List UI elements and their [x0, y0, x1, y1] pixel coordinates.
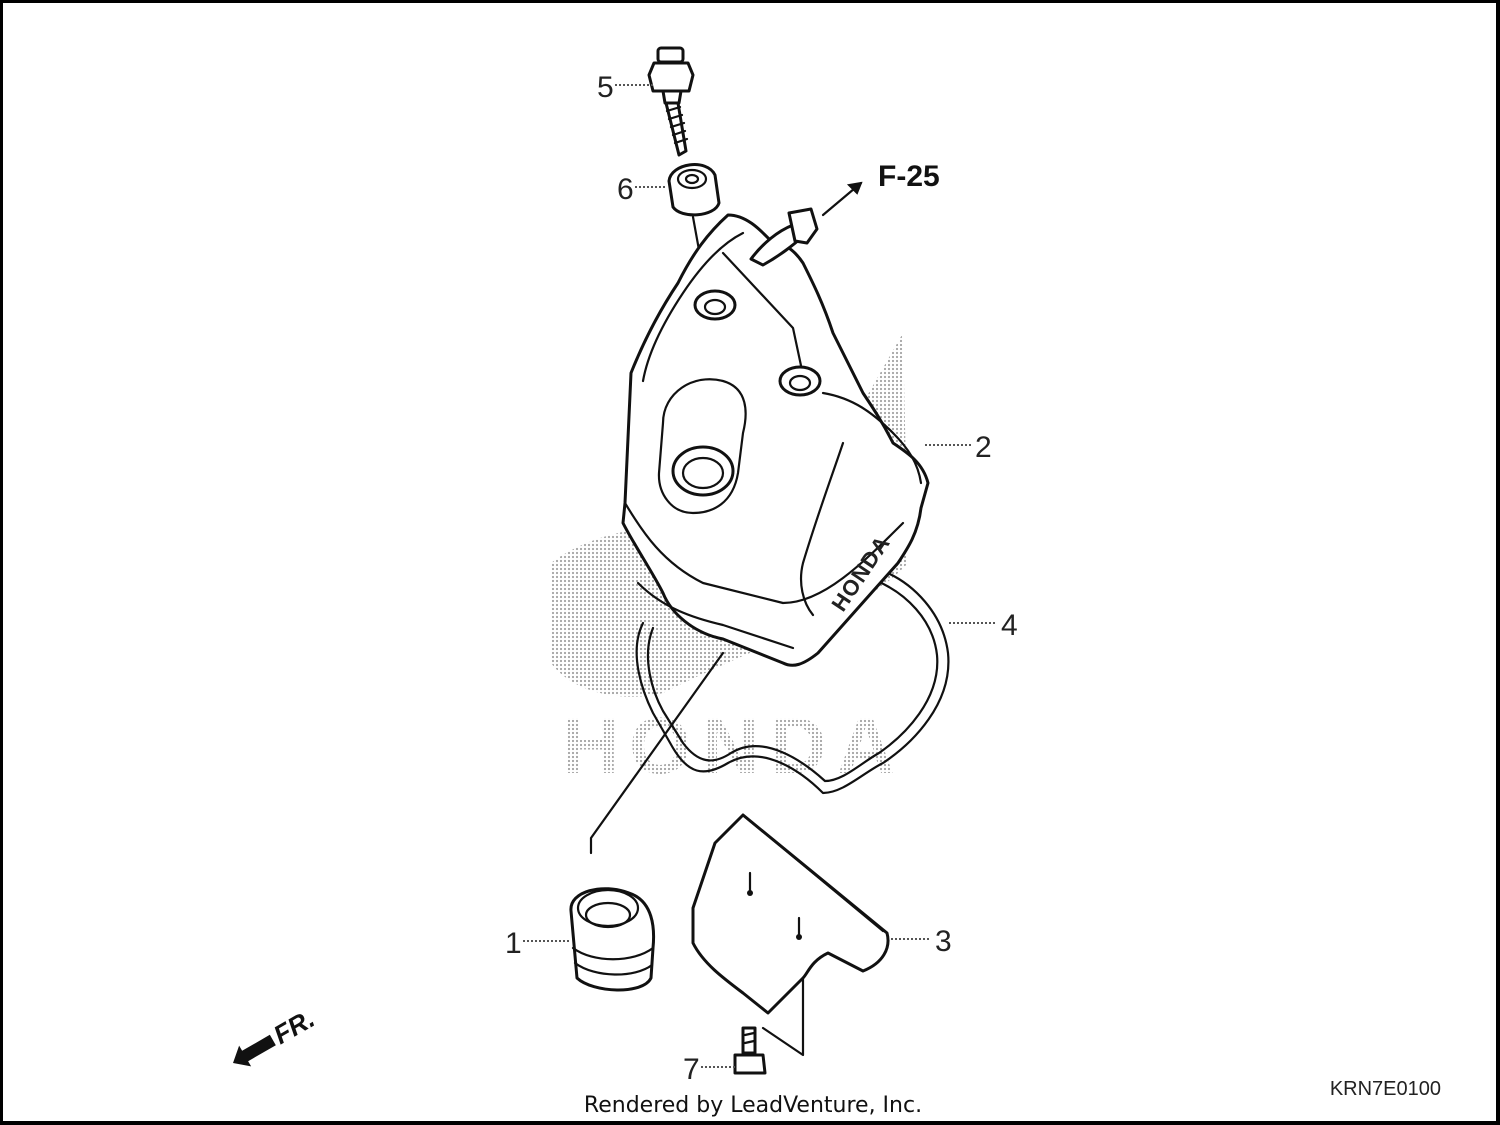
part-5-bolt[interactable]	[647, 46, 695, 157]
part-3-plate[interactable]	[691, 813, 890, 1015]
callout-1[interactable]: 1	[505, 927, 522, 960]
part-1-seal[interactable]	[569, 887, 656, 992]
watermark-text: HONDA	[561, 701, 904, 790]
front-arrow-icon	[233, 1034, 276, 1067]
assembly-line-7	[761, 976, 805, 1057]
callout-3[interactable]: 3	[935, 925, 952, 958]
parts-diagram: HONDA	[233, 46, 1441, 1100]
callouts: 5 6 2 4 1 3 7	[505, 71, 1018, 1086]
callout-2[interactable]: 2	[975, 431, 992, 464]
part-6-grommet[interactable]	[667, 163, 721, 217]
front-label: FR.	[268, 1003, 319, 1050]
reference-label: F-25	[878, 160, 940, 193]
callout-4[interactable]: 4	[1001, 609, 1018, 642]
callout-6[interactable]: 6	[617, 173, 634, 206]
drawing-code: KRN7E0100	[1330, 1078, 1441, 1100]
callout-5[interactable]: 5	[597, 71, 614, 104]
part-4-gasket[interactable]	[635, 569, 950, 795]
assembly-line-1	[589, 651, 725, 855]
part-2-head-cover[interactable]: HONDA	[621, 207, 930, 667]
credit-text: Rendered by LeadVenture, Inc.	[583, 1093, 923, 1118]
callout-7[interactable]: 7	[683, 1053, 700, 1086]
part-7-bolt[interactable]	[733, 1026, 767, 1075]
front-arrow: FR.	[233, 1003, 320, 1067]
reference-arrow-f25[interactable]: F-25	[821, 160, 940, 217]
